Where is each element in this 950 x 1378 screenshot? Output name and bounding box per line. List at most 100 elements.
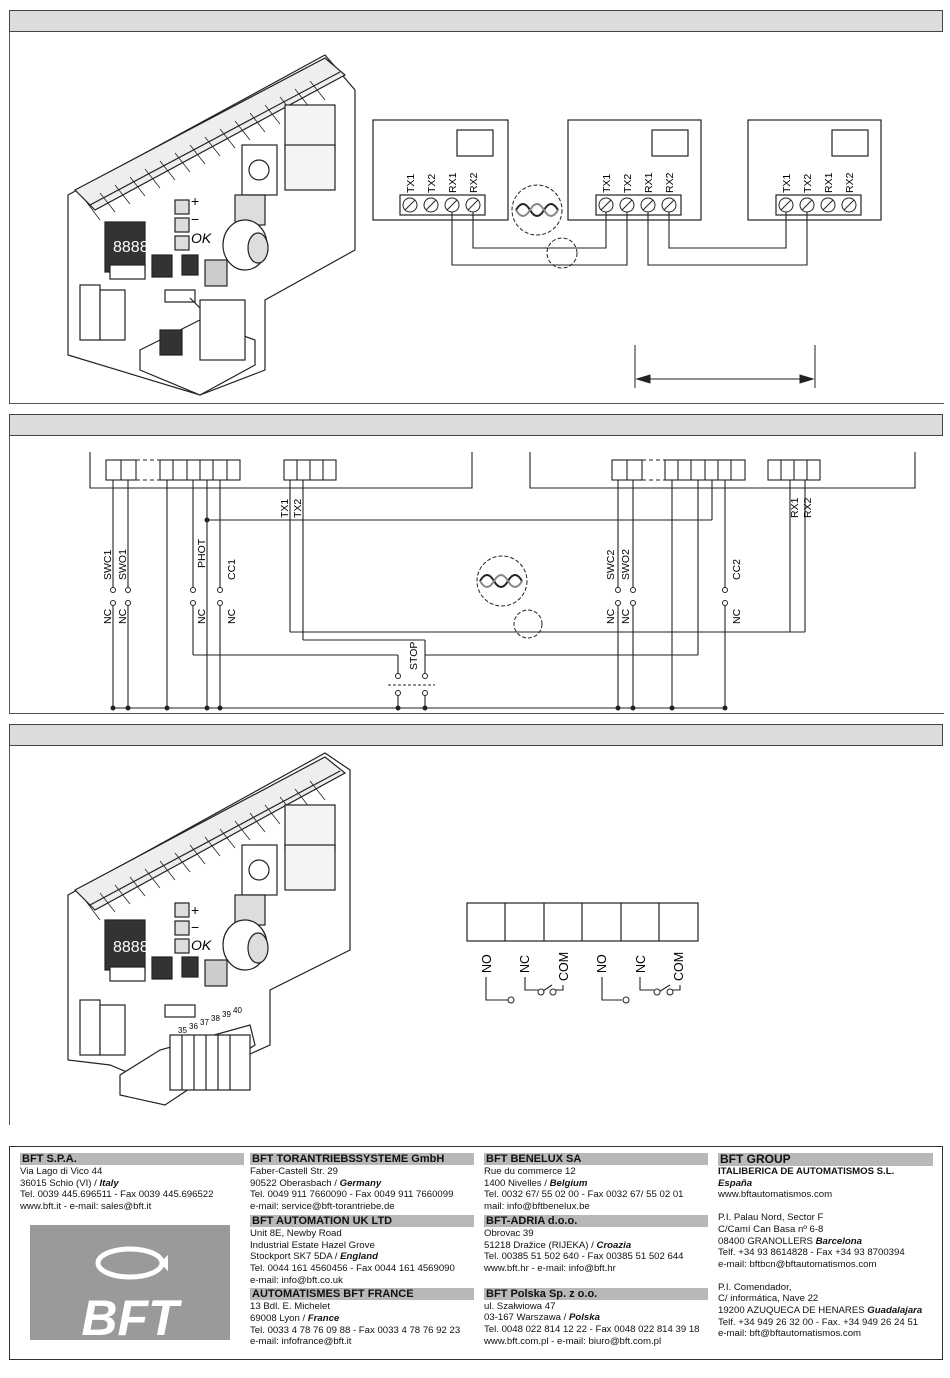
plus-label-2: + — [191, 902, 199, 918]
ok-label: OK — [191, 230, 212, 246]
tx2-label: TX2 — [292, 499, 304, 518]
cc2-label: CC2 — [731, 559, 743, 580]
relay1-no: NO — [480, 954, 494, 973]
swo1-label: SWO1 — [117, 549, 129, 580]
junction-dots — [110, 517, 728, 711]
photocell-box-3 — [747, 119, 882, 221]
nc-label-7: NC — [731, 608, 743, 624]
section-1-header — [9, 10, 943, 32]
term-38: 38 — [211, 1014, 220, 1023]
france-email: e-mail: infofrance@bft.it — [250, 1336, 352, 1348]
polska-address: ul. Szałwiowa 47 — [484, 1300, 556, 1312]
polska-email: www.bft.com.pl - e-mail: biuro@bft.com.p… — [484, 1335, 662, 1347]
minus-label: − — [191, 211, 199, 227]
box2-tx1: TX1 — [601, 174, 613, 193]
box2-terminal-labels: TX1 TX2 RX1 RX2 — [601, 172, 676, 193]
section-1-frame — [9, 31, 944, 404]
azuqueca-city: 19200 AZUQUECA DE HENARES Guadalajara — [718, 1305, 923, 1317]
diagram-2: SWC1 SWO1 PHOT CC1 NC NC NC NC TX1 TX2 S… — [89, 452, 916, 711]
relay2-no: NO — [595, 954, 609, 973]
uk-title: BFT AUTOMATION UK LTD — [250, 1214, 474, 1227]
twisted-cable-icon — [511, 184, 578, 269]
uk-city: Stockport SK7 5DA / England — [250, 1251, 378, 1263]
nc-label-3: NC — [196, 608, 208, 624]
polska-title: BFT Polska Sp. z o.o. — [484, 1287, 708, 1300]
term-39: 39 — [222, 1010, 231, 1019]
uk-address-1: Unit 8E, Newby Road — [250, 1227, 342, 1239]
relay-labels: NO NC COM NO NC COM — [480, 952, 686, 981]
section-2-header — [9, 414, 943, 436]
relay-terminal-block — [466, 902, 699, 942]
torantriebe-address: Faber-Castell Str. 29 — [250, 1166, 338, 1177]
france-city: 69008 Lyon / France — [250, 1313, 340, 1325]
diagram1-wires — [451, 212, 808, 266]
ok-label-2: OK — [191, 937, 212, 953]
polska-city: 03-167 Warszawa / Polska — [484, 1312, 600, 1324]
nc-label-6: NC — [620, 608, 632, 624]
terminal-screws — [402, 197, 857, 213]
relay-contacts — [507, 988, 674, 1004]
footer-col-bft-spa: BFT S.P.A. Via Lago di Vico 44 36015 Sch… — [20, 1153, 244, 1213]
bft-spa-address: Via Lago di Vico 44 — [20, 1166, 103, 1177]
uk-tel: Tel. 0044 161 4560456 - Fax 0044 161 456… — [250, 1262, 455, 1274]
swc2-label: SWC2 — [605, 550, 617, 580]
granollers-city: 08400 GRANOLLERS Barcelona — [718, 1235, 862, 1247]
nc-label-4: NC — [226, 608, 238, 624]
adria-email: www.bft.hr - e-mail: info@bft.hr — [484, 1262, 616, 1274]
torantriebe-tel: Tel. 0049 911 7660090 - Fax 0049 911 766… — [250, 1189, 454, 1201]
relay2-com: COM — [672, 952, 686, 981]
bft-group-title: BFT GROUP — [718, 1153, 933, 1166]
diagram2-labels: SWC1 SWO1 PHOT CC1 NC NC NC NC TX1 TX2 S… — [102, 497, 814, 670]
diagram-3: + − OK 8888 35 36 37 38 39 40 NO NC COM … — [67, 752, 699, 1106]
relay2-nc: NC — [634, 955, 648, 973]
torantriebe-title: BFT TORANTRIEBSSYSTEME GmbH — [250, 1153, 474, 1165]
term-35: 35 — [178, 1026, 187, 1035]
relay-wires — [485, 977, 681, 1001]
phot-label: PHOT — [196, 538, 208, 568]
nc-label-2: NC — [117, 608, 129, 624]
azuqueca-address-1: P.I. Comendador, — [718, 1281, 792, 1293]
granollers-address-2: C/Camí Can Basa nº 6-8 — [718, 1223, 824, 1235]
torantriebe-city: 90522 Oberasbach / Germany — [250, 1177, 382, 1189]
screw-slots — [404, 199, 855, 211]
box3-rx2: RX2 — [844, 172, 856, 193]
uk-email: e-mail: info@bft.co.uk — [250, 1274, 343, 1286]
rx1-label: RX1 — [789, 497, 801, 518]
france-title: AUTOMATISMES BFT FRANCE — [250, 1288, 474, 1301]
bft-spa-web: www.bft.it - e-mail: sales@bft.it — [20, 1201, 152, 1213]
adria-address: Obrovac 39 — [484, 1227, 534, 1239]
footer-col-2: BFT TORANTRIEBSSYSTEME GmbH Faber-Castel… — [250, 1153, 474, 1348]
term-36: 36 — [189, 1022, 198, 1031]
contact-circles — [110, 587, 728, 696]
section-3-header — [9, 724, 943, 746]
polska-tel: Tel. 0048 022 814 12 22 - Fax 0048 022 8… — [484, 1324, 700, 1336]
stop-label: STOP — [408, 642, 420, 670]
benelux-address: Rue du commerce 12 — [484, 1166, 576, 1177]
control-board-1 — [67, 54, 356, 396]
bft-spa-city-line: 36015 Schio (VI) / Italy — [20, 1177, 119, 1189]
box1-rx2: RX2 — [468, 172, 480, 193]
rx2-label: RX2 — [802, 497, 814, 518]
granollers-address-1: P.I. Palau Nord, Sector F — [718, 1212, 824, 1224]
box1-tx1: TX1 — [405, 174, 417, 193]
adria-city: 51218 Dražice (RIJEKA) / Croazia — [484, 1239, 632, 1251]
footer-col-4: BFT GROUP ITALIBERICA DE AUTOMATISMOS S.… — [718, 1153, 933, 1340]
plus-label: + — [191, 193, 199, 209]
benelux-title: BFT BENELUX SA — [484, 1153, 708, 1165]
term-40: 40 — [233, 1006, 242, 1015]
distance-dimension-arrow — [634, 345, 816, 388]
swo2-label: SWO2 — [620, 549, 632, 580]
terminal-numbers: 35 36 37 38 39 40 — [178, 1006, 242, 1035]
section-3-frame — [9, 745, 944, 1125]
box3-terminal-labels: TX1 TX2 RX1 RX2 — [781, 172, 856, 193]
box1-rx1: RX1 — [447, 172, 459, 193]
box2-rx2: RX2 — [664, 172, 676, 193]
benelux-tel: Tel. 0032 67/ 55 02 00 - Fax 0032 67/ 55… — [484, 1189, 684, 1201]
display-digits-2: 8888 — [113, 939, 149, 956]
footer-contacts: BFT S.P.A. Via Lago di Vico 44 36015 Sch… — [9, 1146, 943, 1360]
box1-tx2: TX2 — [426, 174, 438, 193]
box3-rx1: RX1 — [823, 172, 835, 193]
bft-spa-tel: Tel. 0039 445.696511 - Fax 0039 445.6965… — [20, 1189, 214, 1201]
adria-title: BFT-ADRIA d.o.o. — [484, 1214, 708, 1227]
nc-label-1: NC — [102, 608, 114, 624]
